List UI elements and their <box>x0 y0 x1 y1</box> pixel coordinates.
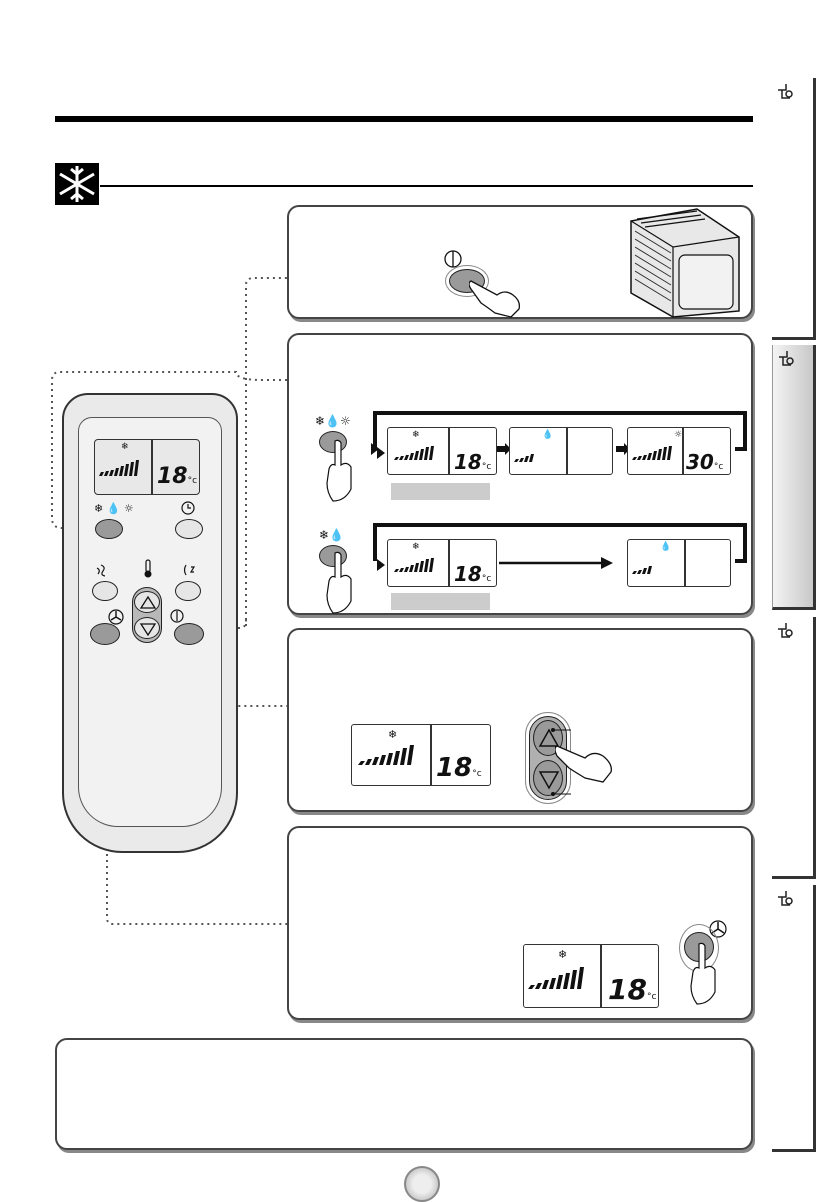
heatpump-label-bar <box>391 483 490 500</box>
lcd-divider <box>448 540 450 586</box>
fan-level-bars <box>394 558 434 572</box>
pointer-lines <box>551 728 571 796</box>
indoor-unit-illustration <box>630 208 740 318</box>
lcd-cool: ❄ 18°c <box>387 427 497 475</box>
lcd-fan-display: ❄ 18°c <box>523 944 659 1008</box>
remote-control: ❄ 18°c ❄ 💧 ☼ <box>62 393 238 853</box>
pressing-hand-icon <box>469 280 521 318</box>
lcd-divider <box>448 428 450 474</box>
header-rule <box>55 116 753 122</box>
note-box <box>55 1038 753 1150</box>
lcd-divider <box>151 440 153 494</box>
panel-temperature: ❄ 18°c <box>287 628 753 812</box>
pressing-hand-icon <box>555 745 612 783</box>
temp-down-button[interactable] <box>134 617 160 639</box>
timer-button[interactable] <box>175 519 203 539</box>
mode-icons: ❄ 💧 ☼ <box>94 502 134 515</box>
pressing-hand-icon <box>690 942 716 1005</box>
snowflake-icon: ❄ <box>412 430 420 440</box>
section-rule <box>100 185 753 187</box>
up-arrow-icon <box>538 728 560 747</box>
lcd-dry: 💧 <box>627 539 731 587</box>
lcd-temp: 18°c <box>454 562 492 586</box>
lcd-temp: 18°c <box>454 450 492 474</box>
lcd-temp: 18°c <box>608 973 657 1006</box>
swing-button[interactable] <box>92 581 118 601</box>
up-arrow-icon <box>139 595 157 609</box>
fan-level-bars <box>514 454 534 462</box>
panel-fan: ❄ 18°c <box>287 826 753 1020</box>
button-highlight <box>445 265 489 297</box>
fan-level-bars <box>528 967 584 989</box>
lcd-divider <box>566 428 568 474</box>
arrow-right-icon <box>616 443 630 455</box>
arrow-right-icon <box>497 443 511 455</box>
drop-icon: 💧 <box>542 430 554 440</box>
lcd-divider <box>684 540 686 586</box>
side-tab-1[interactable] <box>772 78 816 340</box>
fan-level-bars <box>99 460 139 476</box>
sleep-button[interactable] <box>175 581 201 601</box>
cycle-arrow <box>373 523 747 571</box>
snowflake-icon: ❄ <box>388 728 398 741</box>
panel-mode: ❄💧☼ ❄ 18°c 💧 ☼ 30°c ❄💧 ❄ 18°c <box>287 333 753 615</box>
lcd-temp-display: ❄ 18°c <box>351 724 491 786</box>
thermometer-icon <box>144 559 152 578</box>
fan-level-bars <box>394 446 434 460</box>
tab-marker-icon <box>778 84 793 99</box>
tab-marker-icon <box>778 891 793 906</box>
snowflake-icon: ❄ <box>558 948 568 961</box>
lcd-temp: 18°c <box>436 753 482 783</box>
lcd-divider <box>600 945 602 1007</box>
lcd-divider <box>682 428 684 474</box>
swing-icon <box>96 564 106 577</box>
cooling-label-bar <box>391 593 490 610</box>
power-button[interactable] <box>174 623 204 645</box>
tab-marker-icon <box>778 623 793 638</box>
pressing-hand-icon <box>326 439 352 502</box>
fan-speed-button[interactable] <box>90 623 120 645</box>
sun-icon: ☼ <box>674 430 683 440</box>
drop-icon: 💧 <box>660 542 672 552</box>
mode-icons: ❄💧☼ <box>315 414 351 428</box>
fan-level-bars <box>632 446 672 460</box>
fan-level-bars <box>358 745 414 765</box>
clock-icon <box>181 501 195 515</box>
side-tab-2[interactable] <box>772 345 816 610</box>
temp-up-button[interactable] <box>134 591 160 613</box>
remote-temp: 18°c <box>157 464 198 489</box>
panel-power <box>287 205 753 319</box>
lcd-dry: 💧 <box>509 427 613 475</box>
page-number-badge <box>404 1166 440 1202</box>
mode-button[interactable] <box>95 519 123 539</box>
arrow-right-long-icon <box>499 557 613 569</box>
power-icon <box>170 609 184 623</box>
fan-level-bars <box>632 566 652 574</box>
snowflake-icon: ❄ <box>121 442 129 452</box>
sleep-icon <box>183 564 196 576</box>
power-icon <box>444 250 462 268</box>
side-tab-3[interactable] <box>772 617 816 879</box>
mode-icons: ❄💧 <box>319 528 344 542</box>
down-arrow-icon <box>538 771 560 790</box>
lcd-cool: ❄ 18°c <box>387 539 497 587</box>
down-arrow-icon <box>139 623 157 637</box>
lcd-divider <box>430 725 432 785</box>
snowflake-icon: ❄ <box>412 542 420 552</box>
temp-down-button[interactable] <box>533 760 563 796</box>
lcd-heat: ☼ 30°c <box>627 427 731 475</box>
fan-icon <box>108 609 124 625</box>
side-tab-4[interactable] <box>772 885 816 1152</box>
lcd-temp: 30°c <box>686 450 724 474</box>
cycle-arrow <box>371 411 747 459</box>
tab-marker-icon <box>779 351 794 366</box>
snowflake-icon <box>55 163 99 205</box>
remote-display: ❄ 18°c <box>94 439 200 495</box>
pressing-hand-icon <box>326 551 352 614</box>
